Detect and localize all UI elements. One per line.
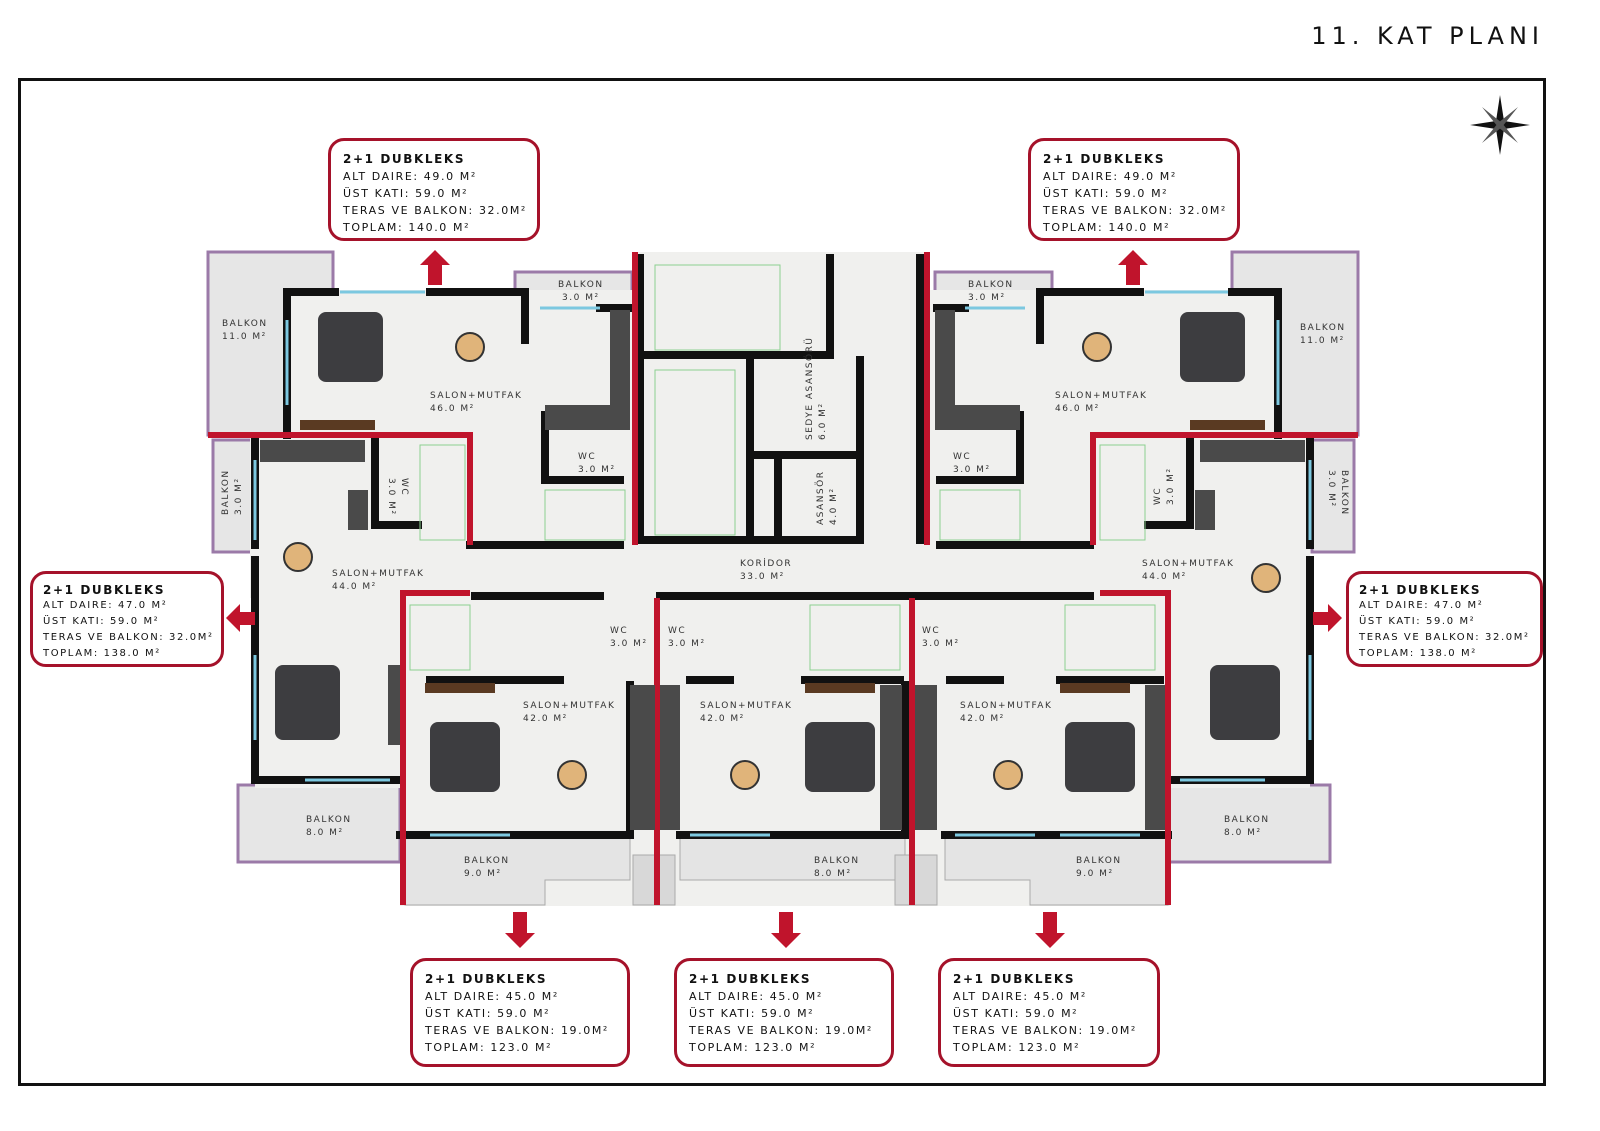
arrow-down-icon	[505, 912, 535, 948]
sofa-icon	[1210, 665, 1280, 740]
table-icon	[993, 760, 1023, 790]
arrow-up-icon	[1118, 250, 1148, 285]
arrow-down-icon	[1035, 912, 1065, 948]
sofa-icon	[318, 312, 383, 382]
page-title: 11. KAT PLANI	[1311, 22, 1544, 50]
table-icon	[730, 760, 760, 790]
arrow-up-icon	[420, 250, 450, 285]
table-icon	[283, 542, 313, 572]
table-icon	[1082, 332, 1112, 362]
compass-icon	[1470, 95, 1530, 155]
sofa-icon	[430, 722, 500, 792]
sofa-icon	[805, 722, 875, 792]
tables	[283, 332, 1281, 790]
sofa-icon	[1180, 312, 1245, 382]
balcony-shape	[1310, 438, 1356, 554]
arrows	[226, 250, 1342, 948]
sofas	[275, 312, 1280, 792]
balcony-shape	[236, 783, 402, 864]
sofa-icon	[1065, 722, 1135, 792]
sofa-icon	[275, 665, 340, 740]
arrow-down-icon	[771, 912, 801, 948]
table-icon	[557, 760, 587, 790]
plan-frame	[18, 78, 1546, 1086]
table-icon	[1251, 563, 1281, 593]
arrow-left-icon	[226, 604, 255, 632]
arrow-right-icon	[1313, 604, 1342, 632]
table-icon	[455, 332, 485, 362]
